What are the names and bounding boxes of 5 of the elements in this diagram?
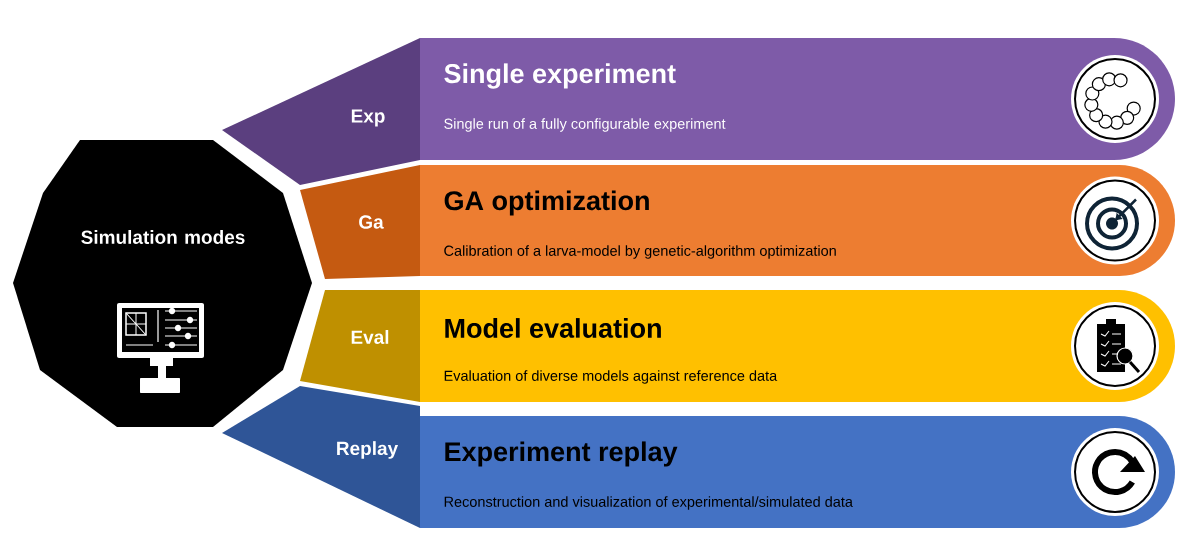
mode-band: Single experiment Single run of a fully configurable experiment	[420, 38, 1175, 160]
mode-band: Model evaluation Evaluation of diverse models against reference data	[420, 290, 1175, 402]
decagon-hub: Simulation modes	[13, 140, 312, 427]
mode-band: Experiment replay Reconstruction and visualization of experimental/simulated data	[420, 416, 1175, 528]
mode-band: GA optimization Calibration of a larva-model by genetic-algorithm optimization	[420, 165, 1175, 276]
